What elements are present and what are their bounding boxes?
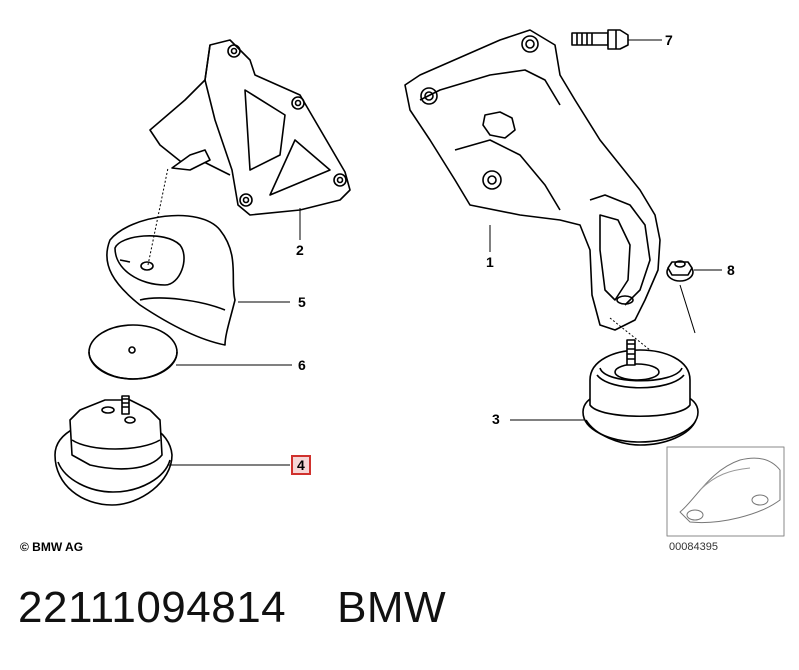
callout-1: 1: [486, 254, 494, 270]
part-1-large-bracket: [404, 29, 661, 331]
part-8-nut: [666, 260, 694, 282]
part-3-engine-mount: [582, 339, 699, 446]
leader-lines: [147, 39, 722, 466]
callout-7: 7: [665, 32, 673, 48]
callout-6: 6: [298, 357, 306, 373]
callout-3: 3: [492, 411, 500, 427]
part-7-bolt: [571, 29, 629, 50]
callout-2: 2: [296, 242, 304, 258]
diagram-number: 00084395: [669, 541, 718, 553]
callout-5: 5: [298, 294, 306, 310]
part-4-engine-mount: [54, 395, 173, 506]
copyright-notice: © BMW AG: [20, 540, 84, 554]
vehicle-thumbnail: [666, 446, 785, 537]
part-number-line: 22111094814 BMW: [18, 583, 446, 633]
callout-4: 4: [291, 455, 311, 475]
callout-8: 8: [727, 262, 735, 278]
part-6-washer: [88, 324, 178, 380]
part-2-bracket: [149, 39, 351, 216]
brand-name: BMW: [337, 583, 447, 632]
part-number: 22111094814: [18, 583, 287, 632]
part-5-heat-shield: [106, 214, 236, 346]
